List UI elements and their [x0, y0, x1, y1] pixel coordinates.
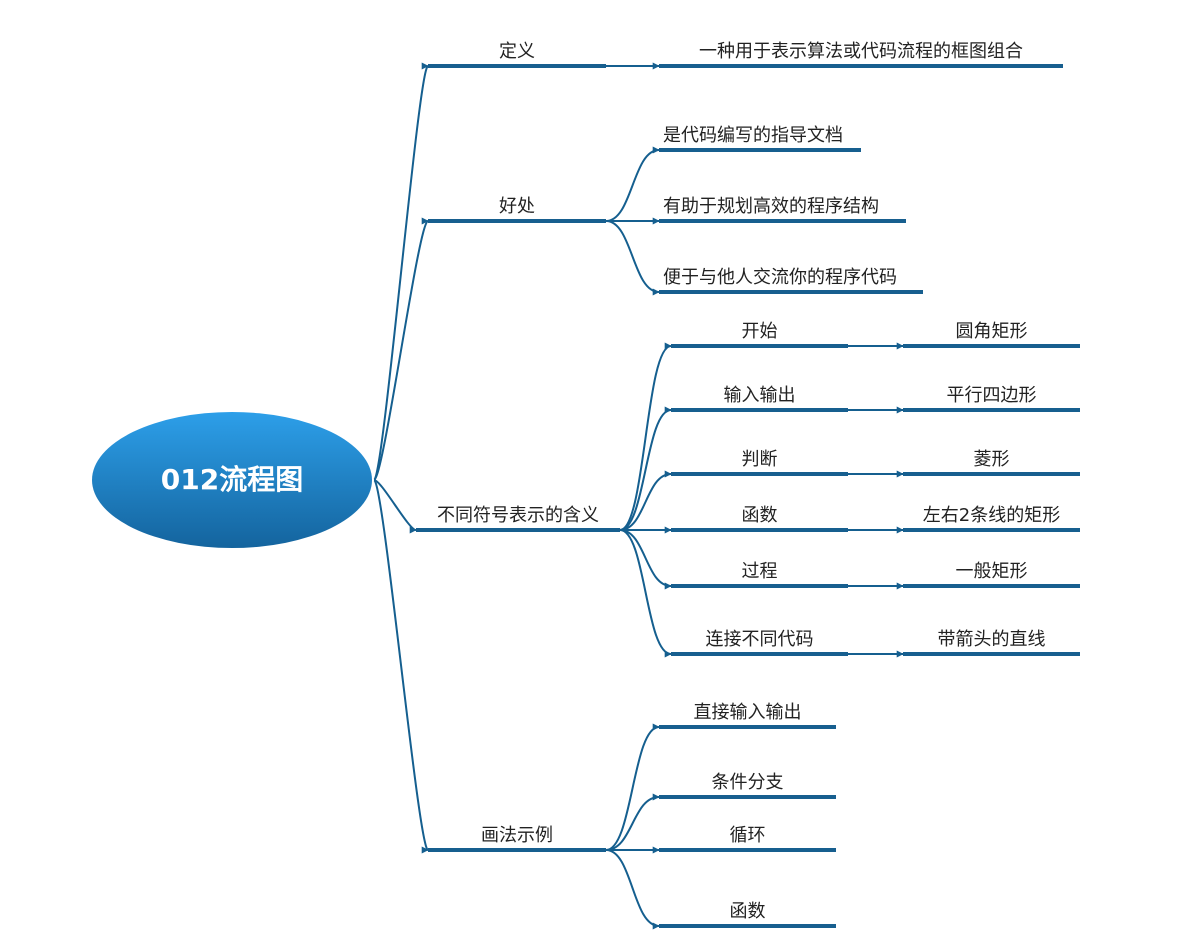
- branch-3-child-2-detail-1-node[interactable]: 平行四边形: [903, 385, 1080, 412]
- branch-connector-4: [373, 479, 429, 854]
- branch-3-child-5-label: 过程: [742, 561, 778, 582]
- branch-3-child-4-detail-1-label: 左右2条线的矩形: [923, 505, 1060, 526]
- branch-3-child-1-detail-1-label: 圆角矩形: [956, 321, 1028, 342]
- branch-4-child-1-connector: [605, 723, 660, 851]
- branch-4-child-4-label: 函数: [730, 901, 766, 922]
- branch-3-child-1-connector: [619, 342, 672, 531]
- branch-1-child-1-label: 一种用于表示算法或代码流程的框图组合: [699, 41, 1023, 62]
- branch-2-child-2-node[interactable]: 有助于规划高效的程序结构: [659, 196, 906, 223]
- branch-node-1[interactable]: 定义: [428, 41, 606, 68]
- branch-3-child-2-node[interactable]: 输入输出: [671, 385, 848, 412]
- branch-3-child-3-node[interactable]: 判断: [671, 449, 848, 476]
- branch-connector-2: [373, 217, 429, 481]
- branch-label-4: 画法示例: [481, 825, 553, 846]
- connector-layer: [373, 62, 904, 930]
- branch-4-child-2-connector: [605, 793, 660, 851]
- branch-3-child-6-detail-1-node[interactable]: 带箭头的直线: [903, 629, 1080, 656]
- branch-4-child-3-node[interactable]: 循环: [659, 825, 836, 852]
- branch-3-child-5-connector: [619, 529, 672, 590]
- branch-3-child-1-node[interactable]: 开始: [671, 321, 848, 348]
- branch-3-child-4-detail-1-node[interactable]: 左右2条线的矩形: [903, 505, 1080, 532]
- branch-4-child-1-node[interactable]: 直接输入输出: [659, 702, 836, 729]
- branch-3-child-2-detail-1-label: 平行四边形: [947, 385, 1037, 406]
- branch-2-child-3-connector: [605, 220, 660, 296]
- branch-label-2: 好处: [499, 196, 535, 217]
- branch-3-child-4-node[interactable]: 函数: [671, 505, 848, 532]
- root-ellipse: [92, 412, 372, 548]
- branch-4-child-1-label: 直接输入输出: [694, 702, 802, 723]
- branch-3-child-6-connector: [619, 529, 672, 658]
- branch-2-child-1-label: 是代码编写的指导文档: [663, 125, 843, 146]
- branch-3-child-1-label: 开始: [742, 321, 778, 342]
- branch-2-child-3-label: 便于与他人交流你的程序代码: [663, 267, 897, 288]
- branch-2-child-1-node[interactable]: 是代码编写的指导文档: [659, 125, 861, 152]
- branch-4-child-3-label: 循环: [730, 825, 766, 846]
- branch-4-child-2-node[interactable]: 条件分支: [659, 772, 836, 799]
- branch-3-child-5-detail-1-label: 一般矩形: [956, 561, 1028, 582]
- branch-4-child-4-node[interactable]: 函数: [659, 901, 836, 928]
- branch-1-child-1-node[interactable]: 一种用于表示算法或代码流程的框图组合: [659, 41, 1063, 68]
- branch-3-child-5-detail-1-node[interactable]: 一般矩形: [903, 561, 1080, 588]
- branch-3-child-6-node[interactable]: 连接不同代码: [671, 629, 848, 656]
- branch-4-child-2-label: 条件分支: [712, 772, 784, 793]
- branch-3-child-4-label: 函数: [742, 505, 778, 526]
- branch-3-child-3-detail-1-node[interactable]: 菱形: [903, 449, 1080, 476]
- branch-3-child-6-label: 连接不同代码: [706, 629, 814, 650]
- branch-node-3[interactable]: 不同符号表示的含义: [416, 505, 620, 532]
- branch-2-child-3-node[interactable]: 便于与他人交流你的程序代码: [659, 267, 923, 294]
- branch-3-child-2-label: 输入输出: [724, 385, 796, 406]
- branch-node-2[interactable]: 好处: [428, 196, 606, 223]
- branch-label-1: 定义: [499, 41, 535, 62]
- branch-3-child-3-label: 判断: [742, 449, 778, 470]
- branch-4-child-4-connector: [605, 849, 660, 930]
- branch-2-child-2-label: 有助于规划高效的程序结构: [663, 196, 879, 217]
- branch-label-3: 不同符号表示的含义: [437, 505, 599, 526]
- branch-connector-3: [373, 479, 417, 534]
- branch-3-child-3-detail-1-label: 菱形: [974, 449, 1010, 470]
- branch-3-child-6-detail-1-label: 带箭头的直线: [938, 629, 1046, 650]
- branch-3-child-2-connector: [619, 406, 672, 531]
- root-node[interactable]: 012流程图: [92, 412, 372, 548]
- branch-3-child-5-node[interactable]: 过程: [671, 561, 848, 588]
- branch-3-child-1-detail-1-node[interactable]: 圆角矩形: [903, 321, 1080, 348]
- branch-2-child-1-connector: [605, 146, 660, 222]
- branch-3-child-3-connector: [619, 470, 672, 531]
- root-label: 012流程图: [161, 463, 303, 496]
- branch-node-4[interactable]: 画法示例: [428, 825, 606, 852]
- branch-connector-1: [373, 62, 429, 481]
